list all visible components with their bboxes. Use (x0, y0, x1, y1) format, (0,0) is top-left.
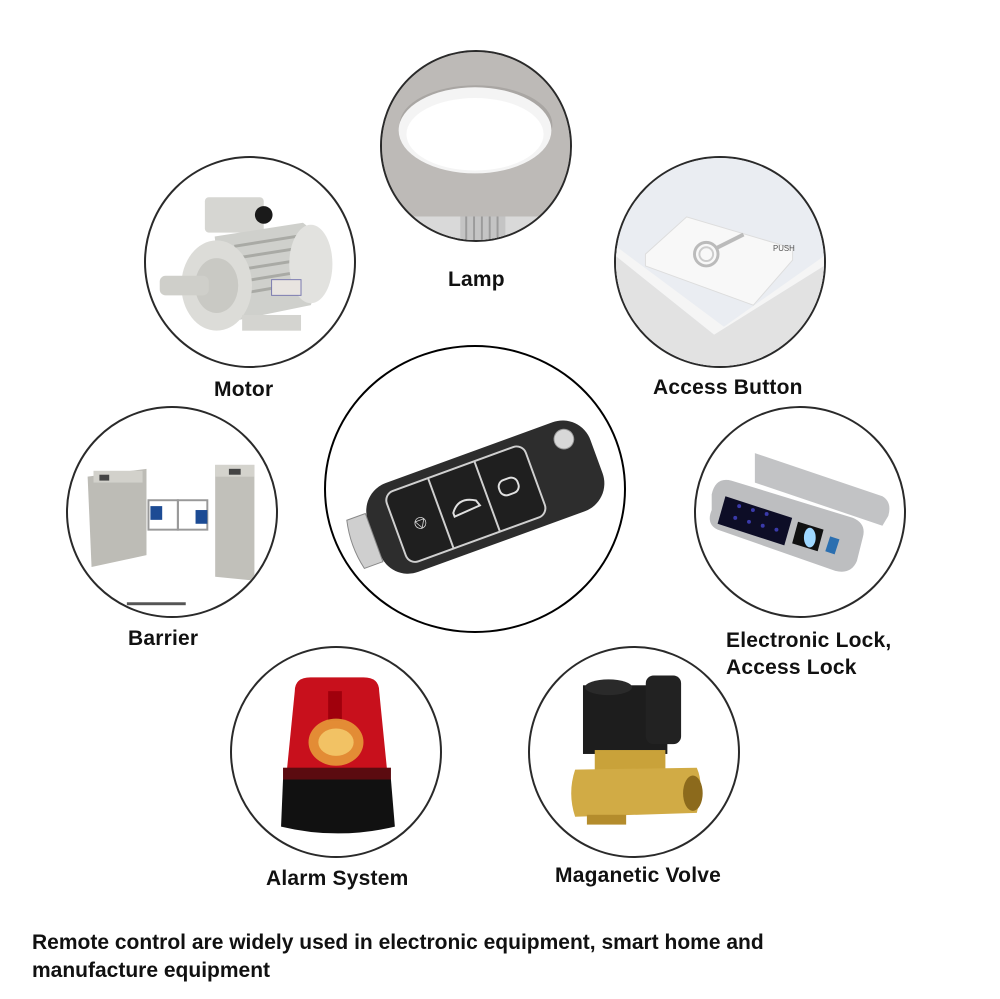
magnetic-valve-label: Maganetic Volve (555, 864, 721, 887)
alarm-system-label: Alarm System (266, 867, 409, 890)
electronic-lock-image (694, 406, 906, 618)
electric-motor-icon (159, 197, 333, 331)
caption-line1: Remote control are widely used in electr… (32, 931, 764, 954)
barrier-label: Barrier (128, 627, 199, 650)
motor-label: Motor (214, 378, 274, 401)
keypad-lock-icon (709, 453, 890, 572)
motor-image (144, 156, 356, 368)
svg-text:PUSH: PUSH (773, 244, 795, 253)
access-button-image: PUSH (614, 156, 826, 368)
caption-text: Remote control are widely used in electr… (32, 929, 912, 985)
ceiling-lamp-icon (382, 52, 570, 240)
electronic-lock-label-line2: Access Lock (726, 656, 857, 679)
solenoid-valve-icon (571, 675, 703, 825)
electronic-lock-label: Electronic Lock, Access Lock (726, 627, 891, 681)
exit-push-button-icon: PUSH (616, 158, 824, 366)
red-beacon-light-icon (281, 677, 395, 834)
svg-text:⎊: ⎊ (411, 512, 431, 536)
turnstile-barrier-icon (87, 464, 255, 606)
lamp-image (380, 50, 572, 242)
remote-key-image: ⎊ (324, 345, 626, 633)
caption-line2: manufacture equipment (32, 959, 271, 982)
barrier-image (66, 406, 278, 618)
access-button-label: Access Button (653, 376, 803, 399)
electronic-lock-label-line1: Electronic Lock, (726, 629, 892, 652)
lamp-label: Lamp (448, 268, 505, 291)
car-flip-key-remote-icon: ⎊ (346, 420, 605, 574)
magnetic-valve-image (528, 646, 740, 858)
alarm-system-image (230, 646, 442, 858)
